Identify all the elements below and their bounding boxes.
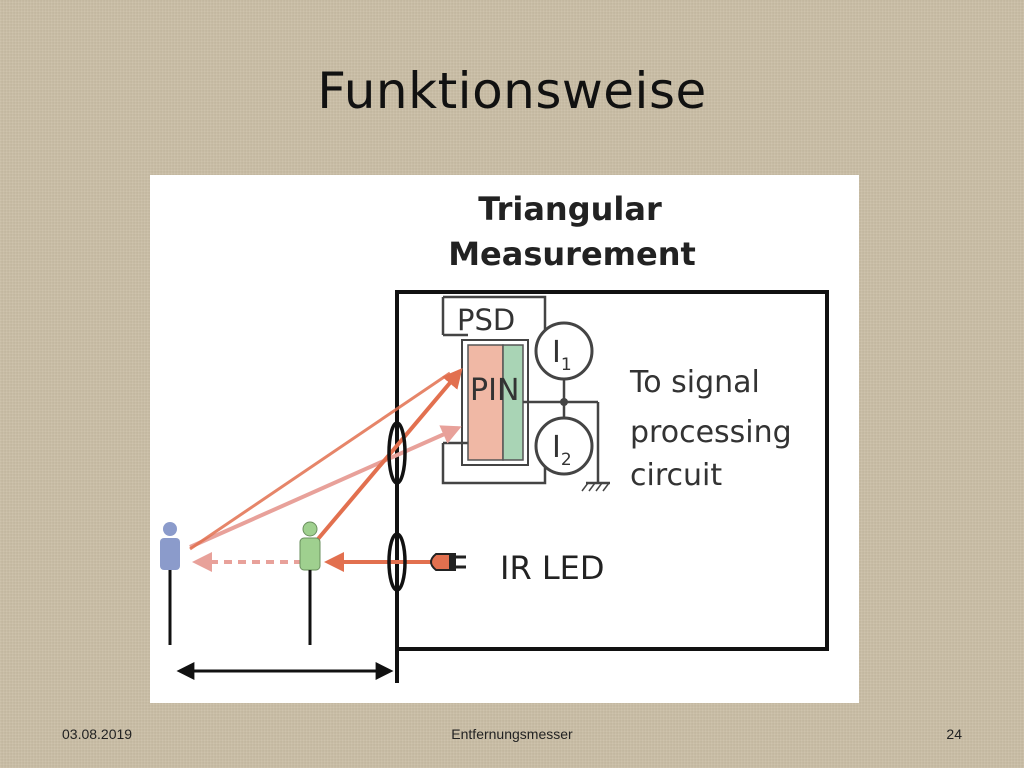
signal-text-line3: circuit bbox=[630, 458, 722, 493]
triangulation-diagram: Triangular Measurement PSD PIN I1 I2 bbox=[150, 175, 859, 703]
near-target-person-icon bbox=[299, 521, 321, 645]
reflected-beam-far bbox=[189, 425, 462, 549]
psd-label: PSD bbox=[457, 303, 515, 337]
reflected-beam-far-lower bbox=[189, 371, 451, 551]
diagram-heading-line2: Measurement bbox=[448, 235, 696, 273]
receiver-lens-icon bbox=[387, 421, 407, 485]
footer-title: Entfernungsmesser bbox=[451, 726, 573, 742]
current-meter-1-label: I1 bbox=[552, 335, 572, 375]
signal-text-line1: To signal bbox=[629, 365, 760, 400]
far-target-person-icon bbox=[160, 522, 180, 645]
ir-led-label: IR LED bbox=[500, 549, 605, 587]
ground-symbol-icon bbox=[581, 481, 610, 492]
current-meter-2-label: I2 bbox=[552, 430, 572, 470]
page-number: 24 bbox=[946, 726, 962, 742]
footer-date: 03.08.2019 bbox=[62, 726, 133, 742]
signal-text-line2: processing bbox=[630, 415, 792, 450]
emitter-lens-icon bbox=[387, 532, 407, 592]
pin-label: PIN bbox=[470, 373, 519, 408]
slide-title: Funktionsweise bbox=[317, 62, 707, 120]
diagram-svg: Triangular Measurement PSD PIN I1 I2 bbox=[160, 190, 829, 683]
ir-led-icon bbox=[430, 553, 466, 571]
pin-element-left bbox=[467, 344, 504, 461]
diagram-heading-line1: Triangular bbox=[478, 190, 662, 228]
